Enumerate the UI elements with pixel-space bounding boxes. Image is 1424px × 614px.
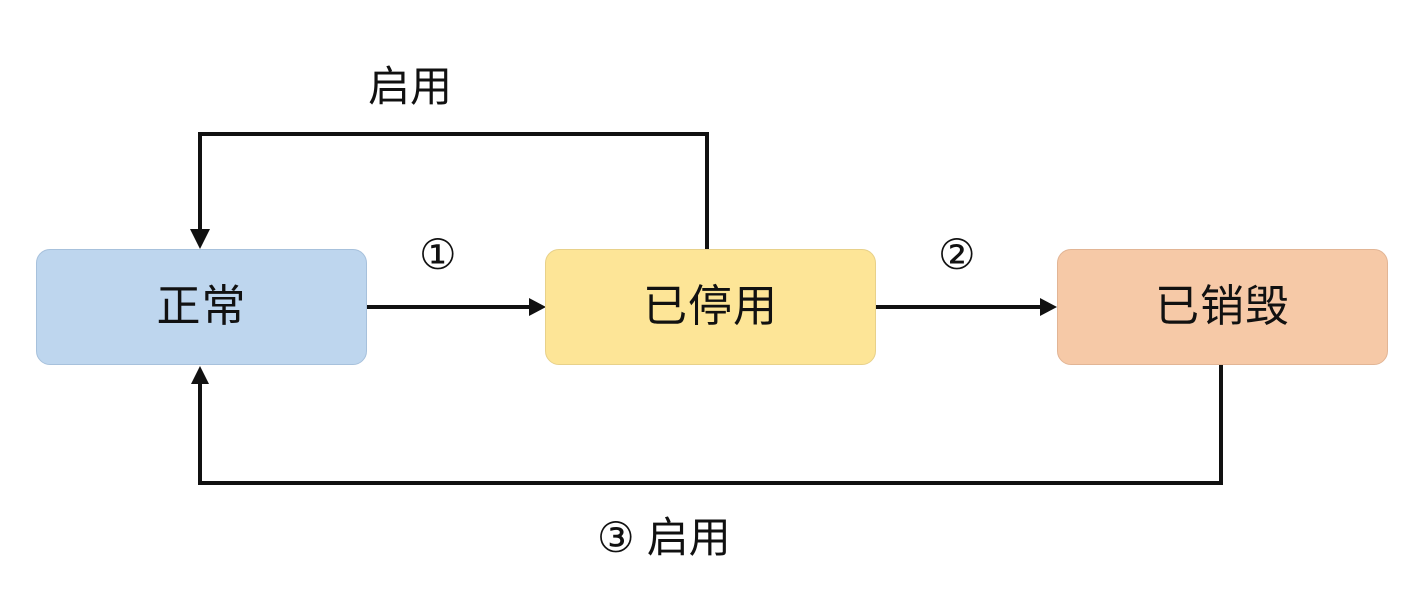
enable-return-line-top — [198, 132, 709, 249]
step-two-label: ② — [938, 230, 976, 279]
state-destroyed-label: 已销毁 — [1155, 281, 1290, 332]
arrowhead-top-return — [190, 229, 210, 249]
enable-top-label: 启用 — [368, 62, 453, 111]
enable-return-line-bottom — [198, 363, 1223, 485]
state-disabled-label: 已停用 — [643, 281, 778, 332]
state-disabled-box: 已停用 — [545, 249, 876, 365]
step-three-number: ③ — [597, 513, 635, 562]
step-three-text: 启用 — [646, 513, 731, 562]
state-normal-label: 正常 — [156, 281, 247, 332]
arrowhead-bottom-return — [191, 366, 209, 384]
state-normal-box: 正常 — [36, 249, 367, 365]
arrowhead-normal-to-disabled — [529, 298, 546, 316]
step-three-label-group: ③ 启用 — [597, 517, 731, 559]
step-one-label: ① — [419, 230, 457, 279]
arrowhead-disabled-to-destroyed — [1040, 298, 1057, 316]
state-destroyed-box: 已销毁 — [1057, 249, 1388, 365]
